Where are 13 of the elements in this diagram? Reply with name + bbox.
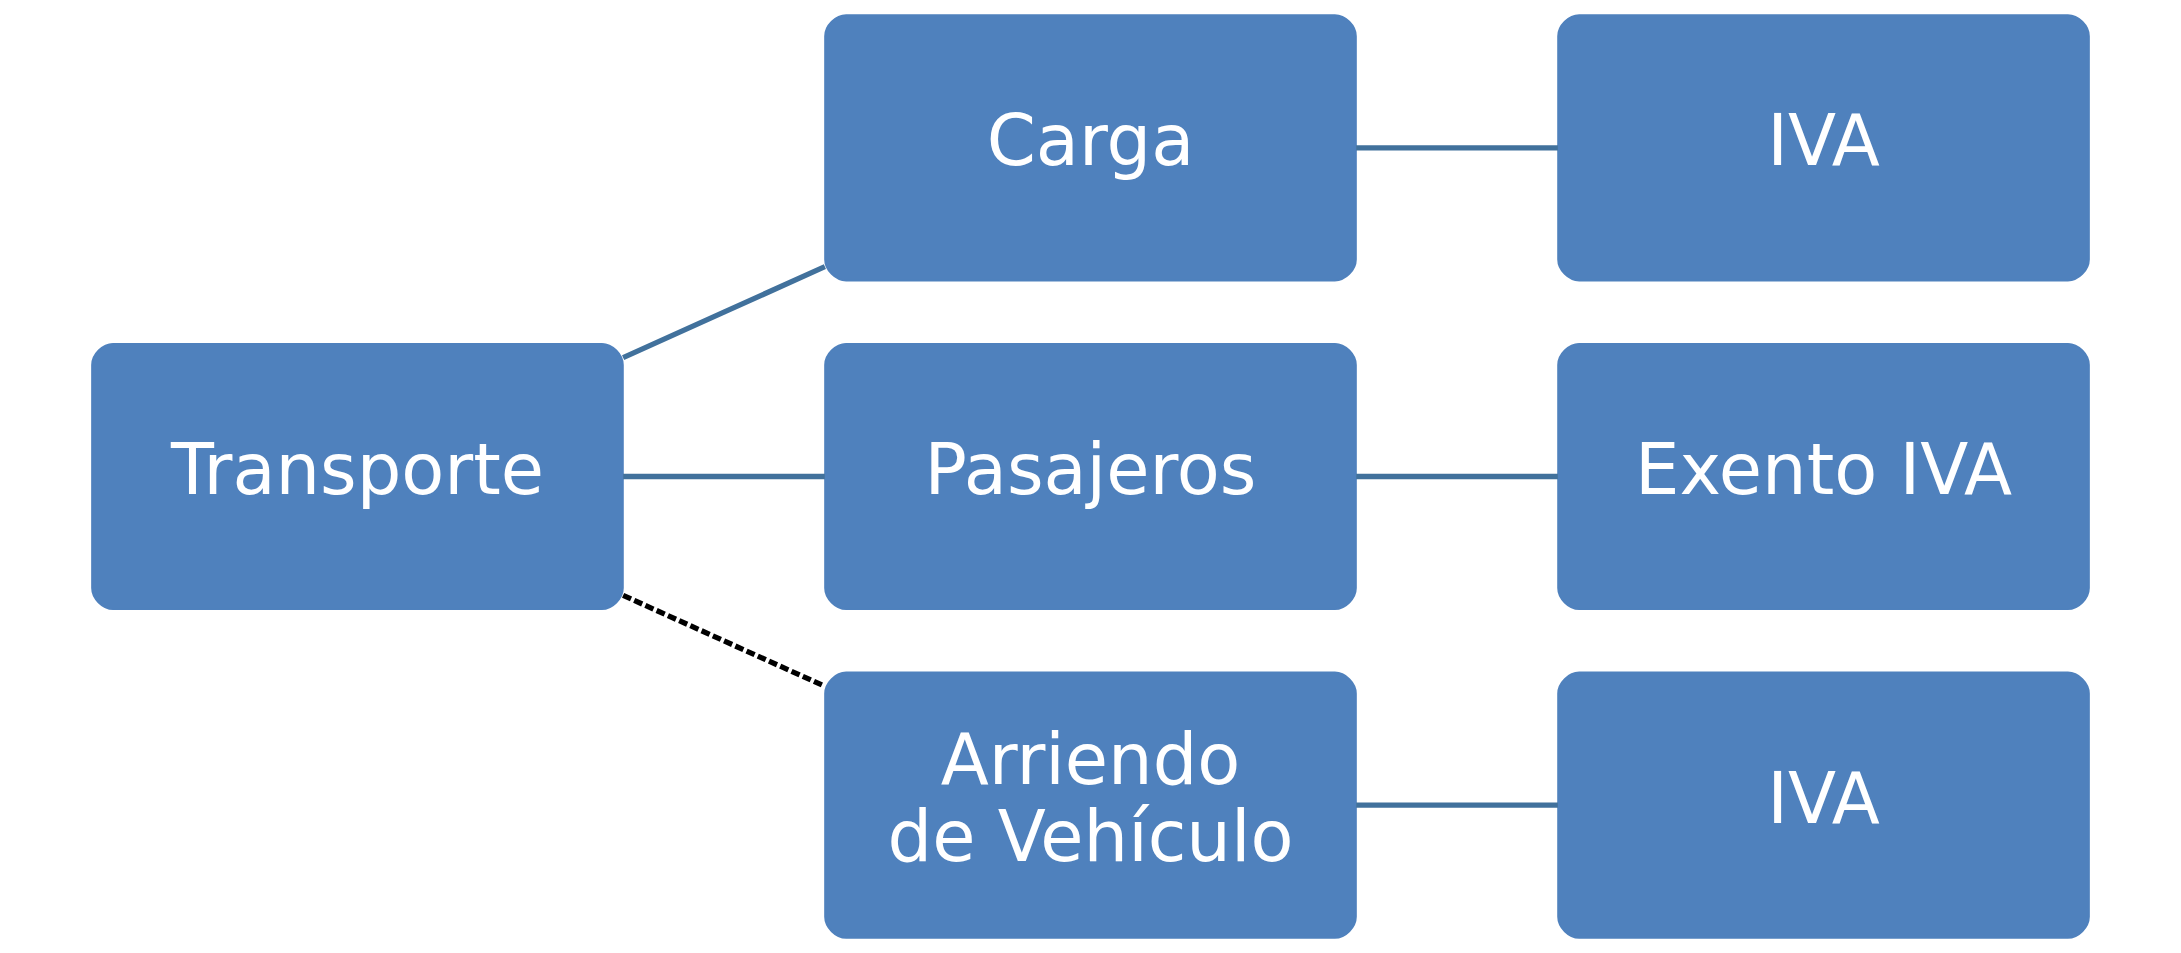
- connector: [1356, 145, 1558, 151]
- node-box: IVA: [1557, 671, 2090, 939]
- connector: [622, 593, 826, 689]
- node-box: Pasajeros: [824, 342, 1357, 611]
- node-box: Transporte: [91, 342, 624, 611]
- node-box: Exento IVA: [1557, 342, 2090, 611]
- connector: [1356, 473, 1558, 480]
- node-box: IVA: [1557, 14, 2090, 282]
- connector: [622, 264, 826, 360]
- connector: [623, 473, 825, 480]
- connector: [1356, 802, 1558, 808]
- node-box: Arriendo de Vehículo: [824, 671, 1357, 939]
- node-box: Carga: [824, 14, 1357, 282]
